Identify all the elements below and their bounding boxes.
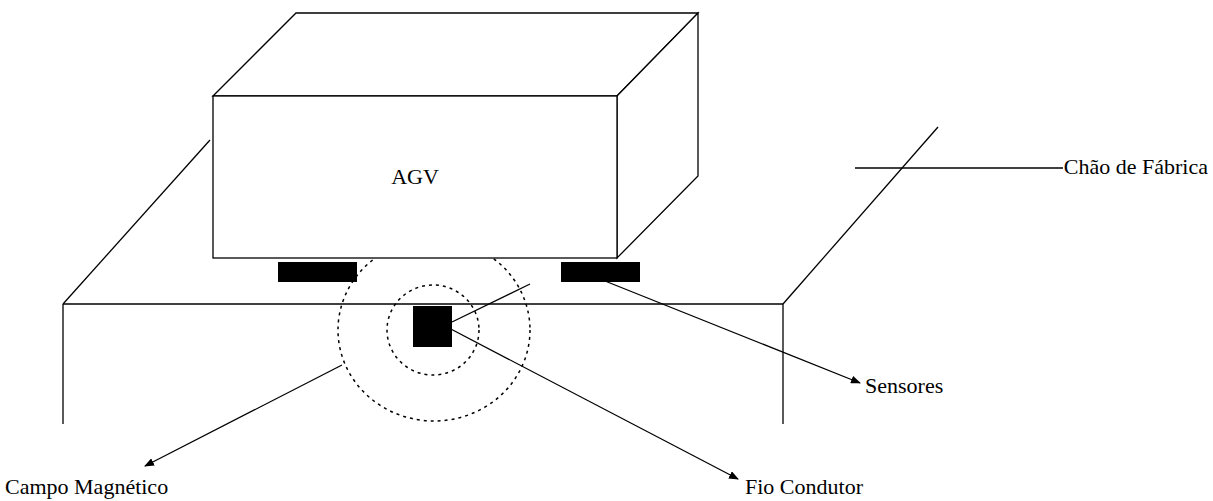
magnetic-field	[338, 239, 530, 421]
field-label: Campo Magnético	[4, 474, 169, 499]
conductor-wire	[413, 306, 452, 347]
leader-line	[452, 284, 530, 322]
leader-arrow	[145, 168, 1088, 479]
sensor-label: Sensores	[864, 373, 944, 398]
floor-label: Chão de Fábrica	[1063, 154, 1209, 179]
wire-label: Fio Condutor	[744, 474, 864, 499]
agv-box: AGV	[213, 96, 617, 258]
node-text: AGV	[391, 164, 439, 189]
agv-body	[213, 13, 698, 258]
sensor	[278, 262, 357, 282]
